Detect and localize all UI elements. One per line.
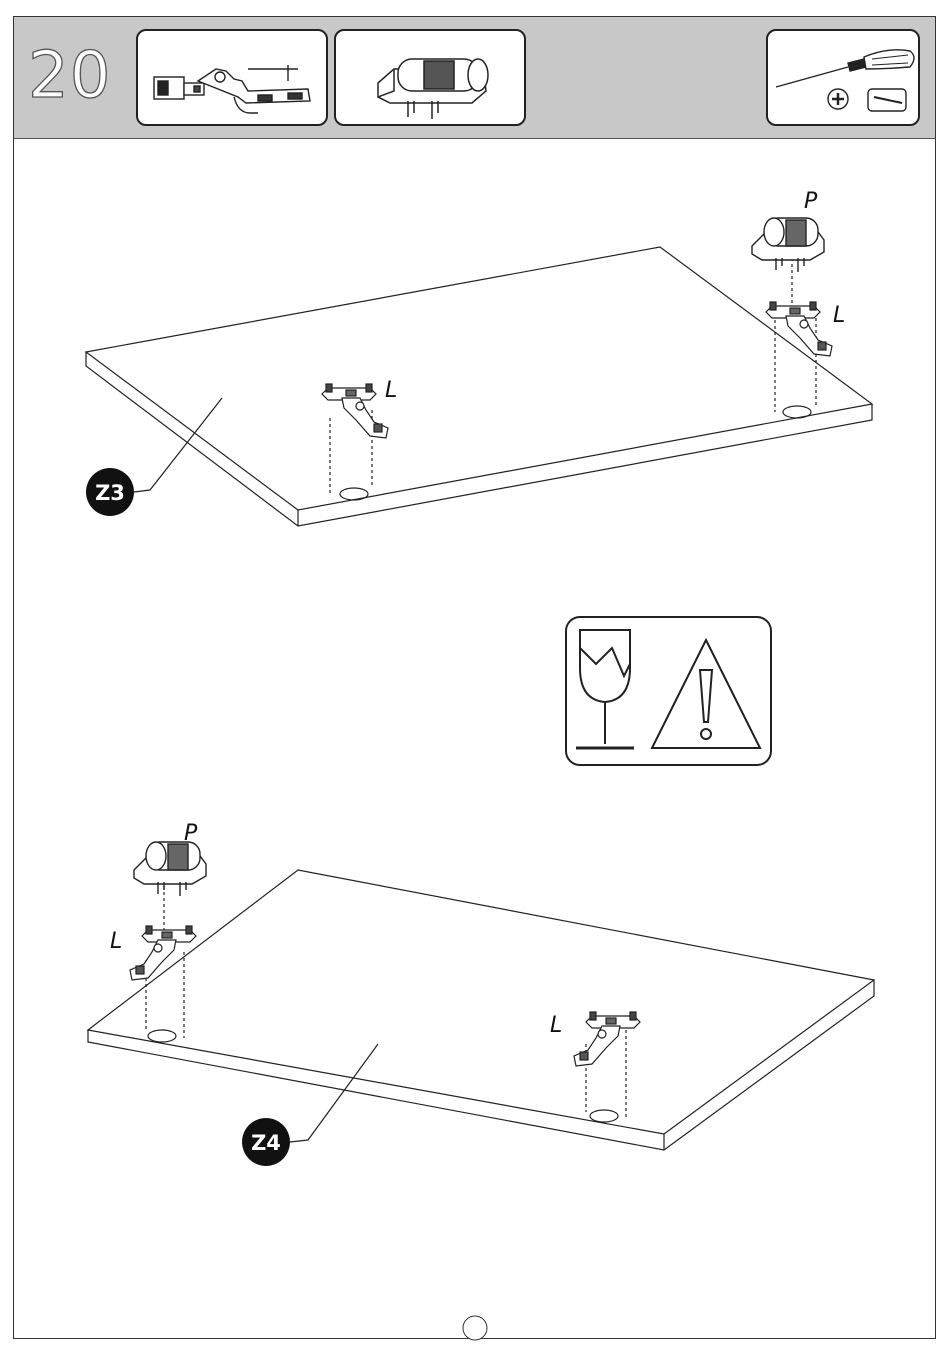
badge-z3: Z3 bbox=[86, 468, 134, 516]
cap-label-bottom: P bbox=[184, 821, 198, 846]
fragile-warning-box bbox=[566, 617, 771, 765]
hinge-label-bottom-right: L bbox=[550, 1013, 562, 1038]
panel-z4 bbox=[88, 870, 874, 1150]
badge-z3-label: Z3 bbox=[95, 481, 125, 505]
cap-top bbox=[752, 218, 824, 272]
hinge-label-top-left: L bbox=[385, 378, 397, 403]
hinge-label-bottom-left: L bbox=[110, 929, 122, 954]
cap-label-top: P bbox=[804, 189, 818, 214]
page-number-circle bbox=[463, 1316, 487, 1340]
panel-z3 bbox=[86, 247, 872, 526]
badge-z4-label: Z4 bbox=[251, 1131, 281, 1155]
hinge-label-top-right: L bbox=[833, 303, 845, 328]
cap-bottom bbox=[134, 842, 206, 896]
badge-z4: Z4 bbox=[242, 1118, 290, 1166]
